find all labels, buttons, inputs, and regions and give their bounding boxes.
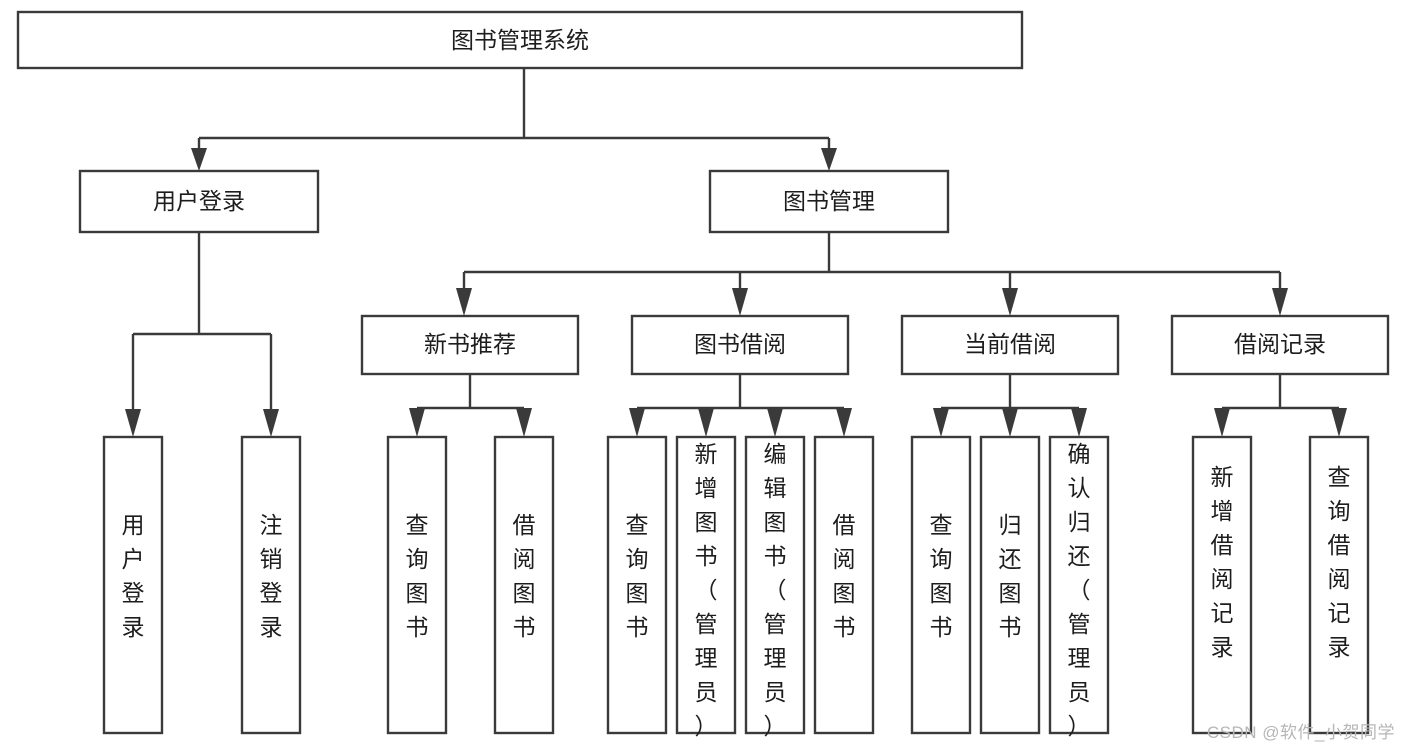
- leaf-borrow-query-book[interactable]: 查询图书: [606, 435, 668, 735]
- node-borrow-record-label: 借阅记录: [1234, 331, 1326, 357]
- leaf-record-add-rect[interactable]: [1191, 435, 1253, 735]
- arrowhead-root-userlogin: [191, 148, 207, 171]
- node-root-rect[interactable]: [16, 10, 1024, 70]
- leaf-record-query[interactable]: 查询借阅记录: [1308, 435, 1370, 735]
- arrowhead-bookmanage-bookborrow: [732, 288, 748, 316]
- leaf-borrow-add-book-rect[interactable]: [675, 435, 737, 735]
- node-borrow-record[interactable]: 借阅记录: [1170, 314, 1390, 376]
- leaf-borrow-borrow-book-label: 借阅图书: [833, 512, 856, 640]
- leaf-current-confirm-return[interactable]: 确认归还（管理员）: [1048, 435, 1110, 739]
- leaf-rec-borrow-book[interactable]: 借阅图书: [493, 435, 555, 735]
- leaf-borrow-edit-book-rect[interactable]: [744, 435, 806, 735]
- leaf-current-query-book[interactable]: 查询图书: [910, 435, 972, 735]
- arrowhead-bookborrow-leaf4: [836, 408, 852, 437]
- node-user-login-label: 用户登录: [153, 188, 245, 214]
- leaf-borrow-add-book-label: 新增图书（管理员）: [695, 441, 718, 739]
- arrowhead-bookborrow-leaf1: [629, 408, 645, 437]
- connector-layer: [125, 68, 1347, 437]
- node-book-manage[interactable]: 图书管理: [708, 169, 950, 234]
- arrowhead-bookborrow-leaf3: [767, 408, 783, 437]
- node-book-borrow-rect[interactable]: [630, 314, 850, 376]
- node-user-login[interactable]: 用户登录: [78, 169, 320, 234]
- node-root-label: 图书管理系统: [451, 27, 589, 53]
- node-new-book-rec-label: 新书推荐: [424, 331, 516, 357]
- leaf-current-return-book-rect[interactable]: [979, 435, 1041, 735]
- leaf-logout-label: 注销登录: [260, 512, 283, 640]
- node-borrow-record-rect[interactable]: [1170, 314, 1390, 376]
- leaf-borrow-borrow-book[interactable]: 借阅图书: [813, 435, 875, 735]
- node-new-book-rec[interactable]: 新书推荐: [360, 314, 580, 376]
- leaf-current-return-book-label: 归还图书: [999, 512, 1022, 640]
- node-book-manage-label: 图书管理: [783, 188, 875, 214]
- leaf-current-query-book-rect[interactable]: [910, 435, 972, 735]
- leaf-record-query-rect[interactable]: [1308, 435, 1370, 735]
- arrowhead-currentborrow-leaf3: [1071, 408, 1087, 437]
- node-book-borrow-label: 图书借阅: [694, 331, 786, 357]
- leaf-rec-query-book[interactable]: 查询图书: [386, 435, 448, 735]
- leaf-current-confirm-return-label: 确认归还（管理员）: [1068, 441, 1091, 739]
- leaf-current-return-book[interactable]: 归还图书: [979, 435, 1041, 735]
- leaf-borrow-query-book-rect[interactable]: [606, 435, 668, 735]
- node-current-borrow[interactable]: 当前借阅: [900, 314, 1120, 376]
- node-new-book-rec-rect[interactable]: [360, 314, 580, 376]
- leaf-rec-query-book-rect[interactable]: [386, 435, 448, 735]
- arrowhead-currentborrow-leaf2: [1002, 408, 1018, 437]
- arrowhead-borrowrecord-leaf2: [1331, 408, 1347, 437]
- node-book-borrow[interactable]: 图书借阅: [630, 314, 850, 376]
- leaf-borrow-query-book-label: 查询图书: [626, 512, 649, 640]
- leaf-record-query-label: 查询借阅记录: [1328, 464, 1351, 660]
- arrowhead-bookborrow-leaf2: [698, 408, 714, 437]
- leaf-borrow-edit-book-label: 编辑图书（管理员）: [764, 441, 787, 739]
- arrowhead-root-bookmanage: [821, 148, 837, 171]
- leaf-user-login-label: 用户登录: [122, 512, 145, 640]
- leaf-record-add-label: 新增借阅记录: [1211, 464, 1234, 660]
- leaf-record-add[interactable]: 新增借阅记录: [1191, 435, 1253, 735]
- arrowhead-newbook-leaf2: [516, 408, 532, 437]
- arrowhead-userlogin-leaf1: [125, 409, 141, 437]
- leaf-logout[interactable]: 注销登录: [240, 435, 302, 735]
- leaf-borrow-edit-book[interactable]: 编辑图书（管理员）: [744, 435, 806, 739]
- leaf-current-confirm-return-rect[interactable]: [1048, 435, 1110, 735]
- node-user-login-rect[interactable]: [78, 169, 320, 234]
- node-book-manage-rect[interactable]: [708, 169, 950, 234]
- node-current-borrow-rect[interactable]: [900, 314, 1120, 376]
- arrowhead-bookmanage-borrowrecord: [1272, 288, 1288, 316]
- leaf-rec-borrow-book-rect[interactable]: [493, 435, 555, 735]
- leaf-logout-rect[interactable]: [240, 435, 302, 735]
- arrowhead-newbook-leaf1: [409, 408, 425, 437]
- leaf-rec-query-book-label: 查询图书: [406, 512, 429, 640]
- csdn-watermark: CSDN @软件_小贺同学: [1206, 723, 1395, 742]
- leaf-borrow-borrow-book-rect[interactable]: [813, 435, 875, 735]
- node-root[interactable]: 图书管理系统: [16, 10, 1024, 70]
- leaf-borrow-add-book[interactable]: 新增图书（管理员）: [675, 435, 737, 739]
- arrowhead-userlogin-leaf2: [263, 409, 279, 437]
- leaf-user-login-rect[interactable]: [102, 435, 164, 735]
- node-current-borrow-label: 当前借阅: [964, 331, 1056, 357]
- leaf-user-login[interactable]: 用户登录: [102, 435, 164, 735]
- arrowhead-bookmanage-newbook: [456, 288, 472, 316]
- arrowhead-currentborrow-leaf1: [933, 408, 949, 437]
- leaf-current-query-book-label: 查询图书: [930, 512, 953, 640]
- leaf-rec-borrow-book-label: 借阅图书: [513, 512, 536, 640]
- arrowhead-bookmanage-currentborrow: [1002, 288, 1018, 316]
- arrowhead-borrowrecord-leaf1: [1214, 408, 1230, 437]
